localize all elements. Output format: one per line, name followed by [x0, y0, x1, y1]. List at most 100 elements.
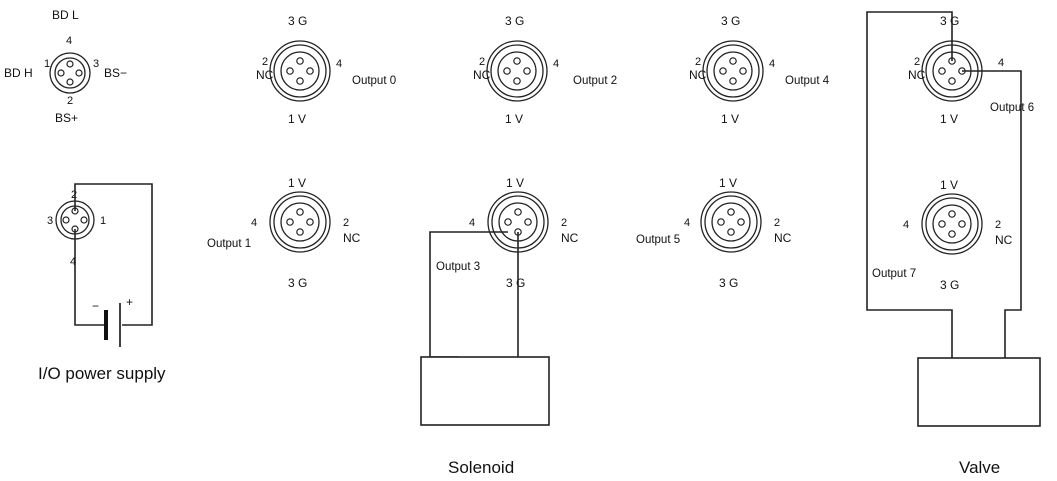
- solenoid-wire-pin4: [429, 231, 508, 358]
- solenoid-box: [420, 356, 550, 426]
- output-label-4: Output 4: [785, 75, 830, 87]
- battery-minus-sign: −: [92, 299, 99, 313]
- connector-left-pin-number: 2: [262, 56, 268, 68]
- connector-ring-outer: [486, 40, 548, 102]
- connector-top-label: 3 G: [721, 14, 740, 28]
- bus-label-right: BS−: [104, 66, 127, 80]
- power-supply-caption: I/O power supply: [38, 364, 166, 383]
- bus-connector: BD L 4 BD H 1 3 BS− 2 BS+: [4, 8, 127, 125]
- connector-ring-inner: [711, 202, 751, 242]
- connector-left-pin-number: 2: [479, 56, 485, 68]
- connector-pin-bottom: [513, 77, 521, 85]
- valve-box: [917, 357, 1041, 427]
- connector-pin-bottom: [948, 230, 956, 238]
- connector-ring-inner: [497, 51, 537, 91]
- connector-ring-mid: [273, 195, 327, 249]
- connector-bottom-label: 3 G: [940, 278, 959, 292]
- connector-top-label: 3 G: [940, 14, 959, 28]
- valve-load: Valve: [866, 11, 1041, 477]
- output-connector-7: 1 V 4 Output 7 2 NC 3 G: [872, 178, 1013, 292]
- bus-pin-1: [57, 69, 65, 77]
- bus-pin-number-2: 2: [67, 95, 73, 107]
- connector-pin-left: [286, 218, 294, 226]
- bus-pin-3: [75, 69, 83, 77]
- connector-top-label: 1 V: [288, 176, 306, 190]
- connector-bottom-label: 3 G: [719, 276, 738, 290]
- connector-pin-bottom: [948, 77, 956, 85]
- connector-top-label: 1 V: [940, 178, 958, 192]
- connector-top-label: 1 V: [506, 176, 524, 190]
- connector-ring-inner: [713, 51, 753, 91]
- connector-left-signal: NC: [689, 68, 707, 82]
- bus-label-top: BD L: [52, 8, 79, 22]
- connector-right-pin-number: 2: [561, 217, 567, 229]
- connector-bottom-label: 3 G: [288, 276, 307, 290]
- output-connector-1: 1 V 4 Output 1 2 NC 3 G: [207, 176, 361, 290]
- bus-label-bottom: BS+: [55, 111, 78, 125]
- connector-left-signal: NC: [908, 68, 926, 82]
- connector-pin-bottom: [296, 228, 304, 236]
- output-connector-2: 3 G 2 NC 4 Output 2 1 V: [473, 14, 617, 126]
- connector-ring-mid: [273, 44, 327, 98]
- connector-right-signal: NC: [995, 233, 1013, 247]
- bus-pin-number-3: 3: [93, 58, 99, 70]
- connector-right-pin-number: 2: [995, 219, 1001, 231]
- connector-pin-left: [286, 67, 294, 75]
- output-label-7: Output 7: [872, 268, 916, 280]
- connector-pin-right: [524, 218, 532, 226]
- connector-left-pin-number: 4: [469, 217, 475, 229]
- connector-pin-left: [938, 220, 946, 228]
- connector-pin-right: [737, 218, 745, 226]
- connector-right-signal: NC: [774, 231, 792, 245]
- valve-caption: Valve: [959, 458, 1000, 477]
- connector-right-pin-number: 4: [553, 58, 559, 70]
- connector-right-pin-number: 2: [343, 217, 349, 229]
- connector-ring-outer: [269, 40, 331, 102]
- connector-top-label: 1 V: [719, 176, 737, 190]
- connector-pin-right: [958, 220, 966, 228]
- connector-bottom-label: 3 G: [506, 276, 525, 290]
- connector-left-pin-number: 2: [695, 56, 701, 68]
- connector-pin-left: [717, 218, 725, 226]
- connector-ring-mid: [490, 44, 544, 98]
- bus-pin-number-1: 1: [44, 58, 50, 70]
- connector-pin-top: [513, 57, 521, 65]
- output-label-6: Output 6: [990, 102, 1034, 114]
- bus-pin-4: [66, 60, 74, 68]
- connector-pin-top: [514, 208, 522, 216]
- power-wire-positive: [74, 183, 153, 326]
- connector-right-signal: NC: [561, 231, 579, 245]
- connector-left-pin-number: 4: [251, 217, 257, 229]
- connector-pin-left: [503, 67, 511, 75]
- power-connector: 2 3 1 4 − + I/O power supply: [38, 183, 166, 383]
- output-label-5: Output 5: [636, 234, 680, 246]
- power-pin-number-1: 1: [100, 215, 106, 227]
- connector-left-signal: NC: [473, 68, 491, 82]
- bus-connector-outer-ring: [49, 52, 91, 94]
- connector-ring-inner: [280, 202, 320, 242]
- connector-pin-bottom: [729, 77, 737, 85]
- connector-bottom-label: 1 V: [288, 112, 306, 126]
- connector-right-pin-number: 4: [998, 57, 1004, 69]
- connector-pin-right: [306, 67, 314, 75]
- connector-right-signal: NC: [343, 231, 361, 245]
- power-pin-number-3: 3: [47, 215, 53, 227]
- connector-top-label: 3 G: [288, 14, 307, 28]
- connector-right-pin-number: 4: [336, 58, 342, 70]
- output-label-0: Output 0: [352, 75, 396, 87]
- connector-pin-right: [739, 67, 747, 75]
- connector-left-pin-number: 2: [914, 56, 920, 68]
- connector-ring-outer: [702, 40, 764, 102]
- connector-right-pin-number: 2: [774, 217, 780, 229]
- connector-right-pin-number: 4: [769, 58, 775, 70]
- valve-wire-output: [962, 70, 1022, 358]
- connector-pin-top: [727, 208, 735, 216]
- connector-left-pin-number: 4: [903, 219, 909, 231]
- connector-pin-left: [938, 67, 946, 75]
- bus-connector-inner-ring: [54, 57, 86, 89]
- connector-ring-inner: [280, 51, 320, 91]
- connector-pin-bottom: [296, 77, 304, 85]
- connector-left-pin-number: 4: [684, 217, 690, 229]
